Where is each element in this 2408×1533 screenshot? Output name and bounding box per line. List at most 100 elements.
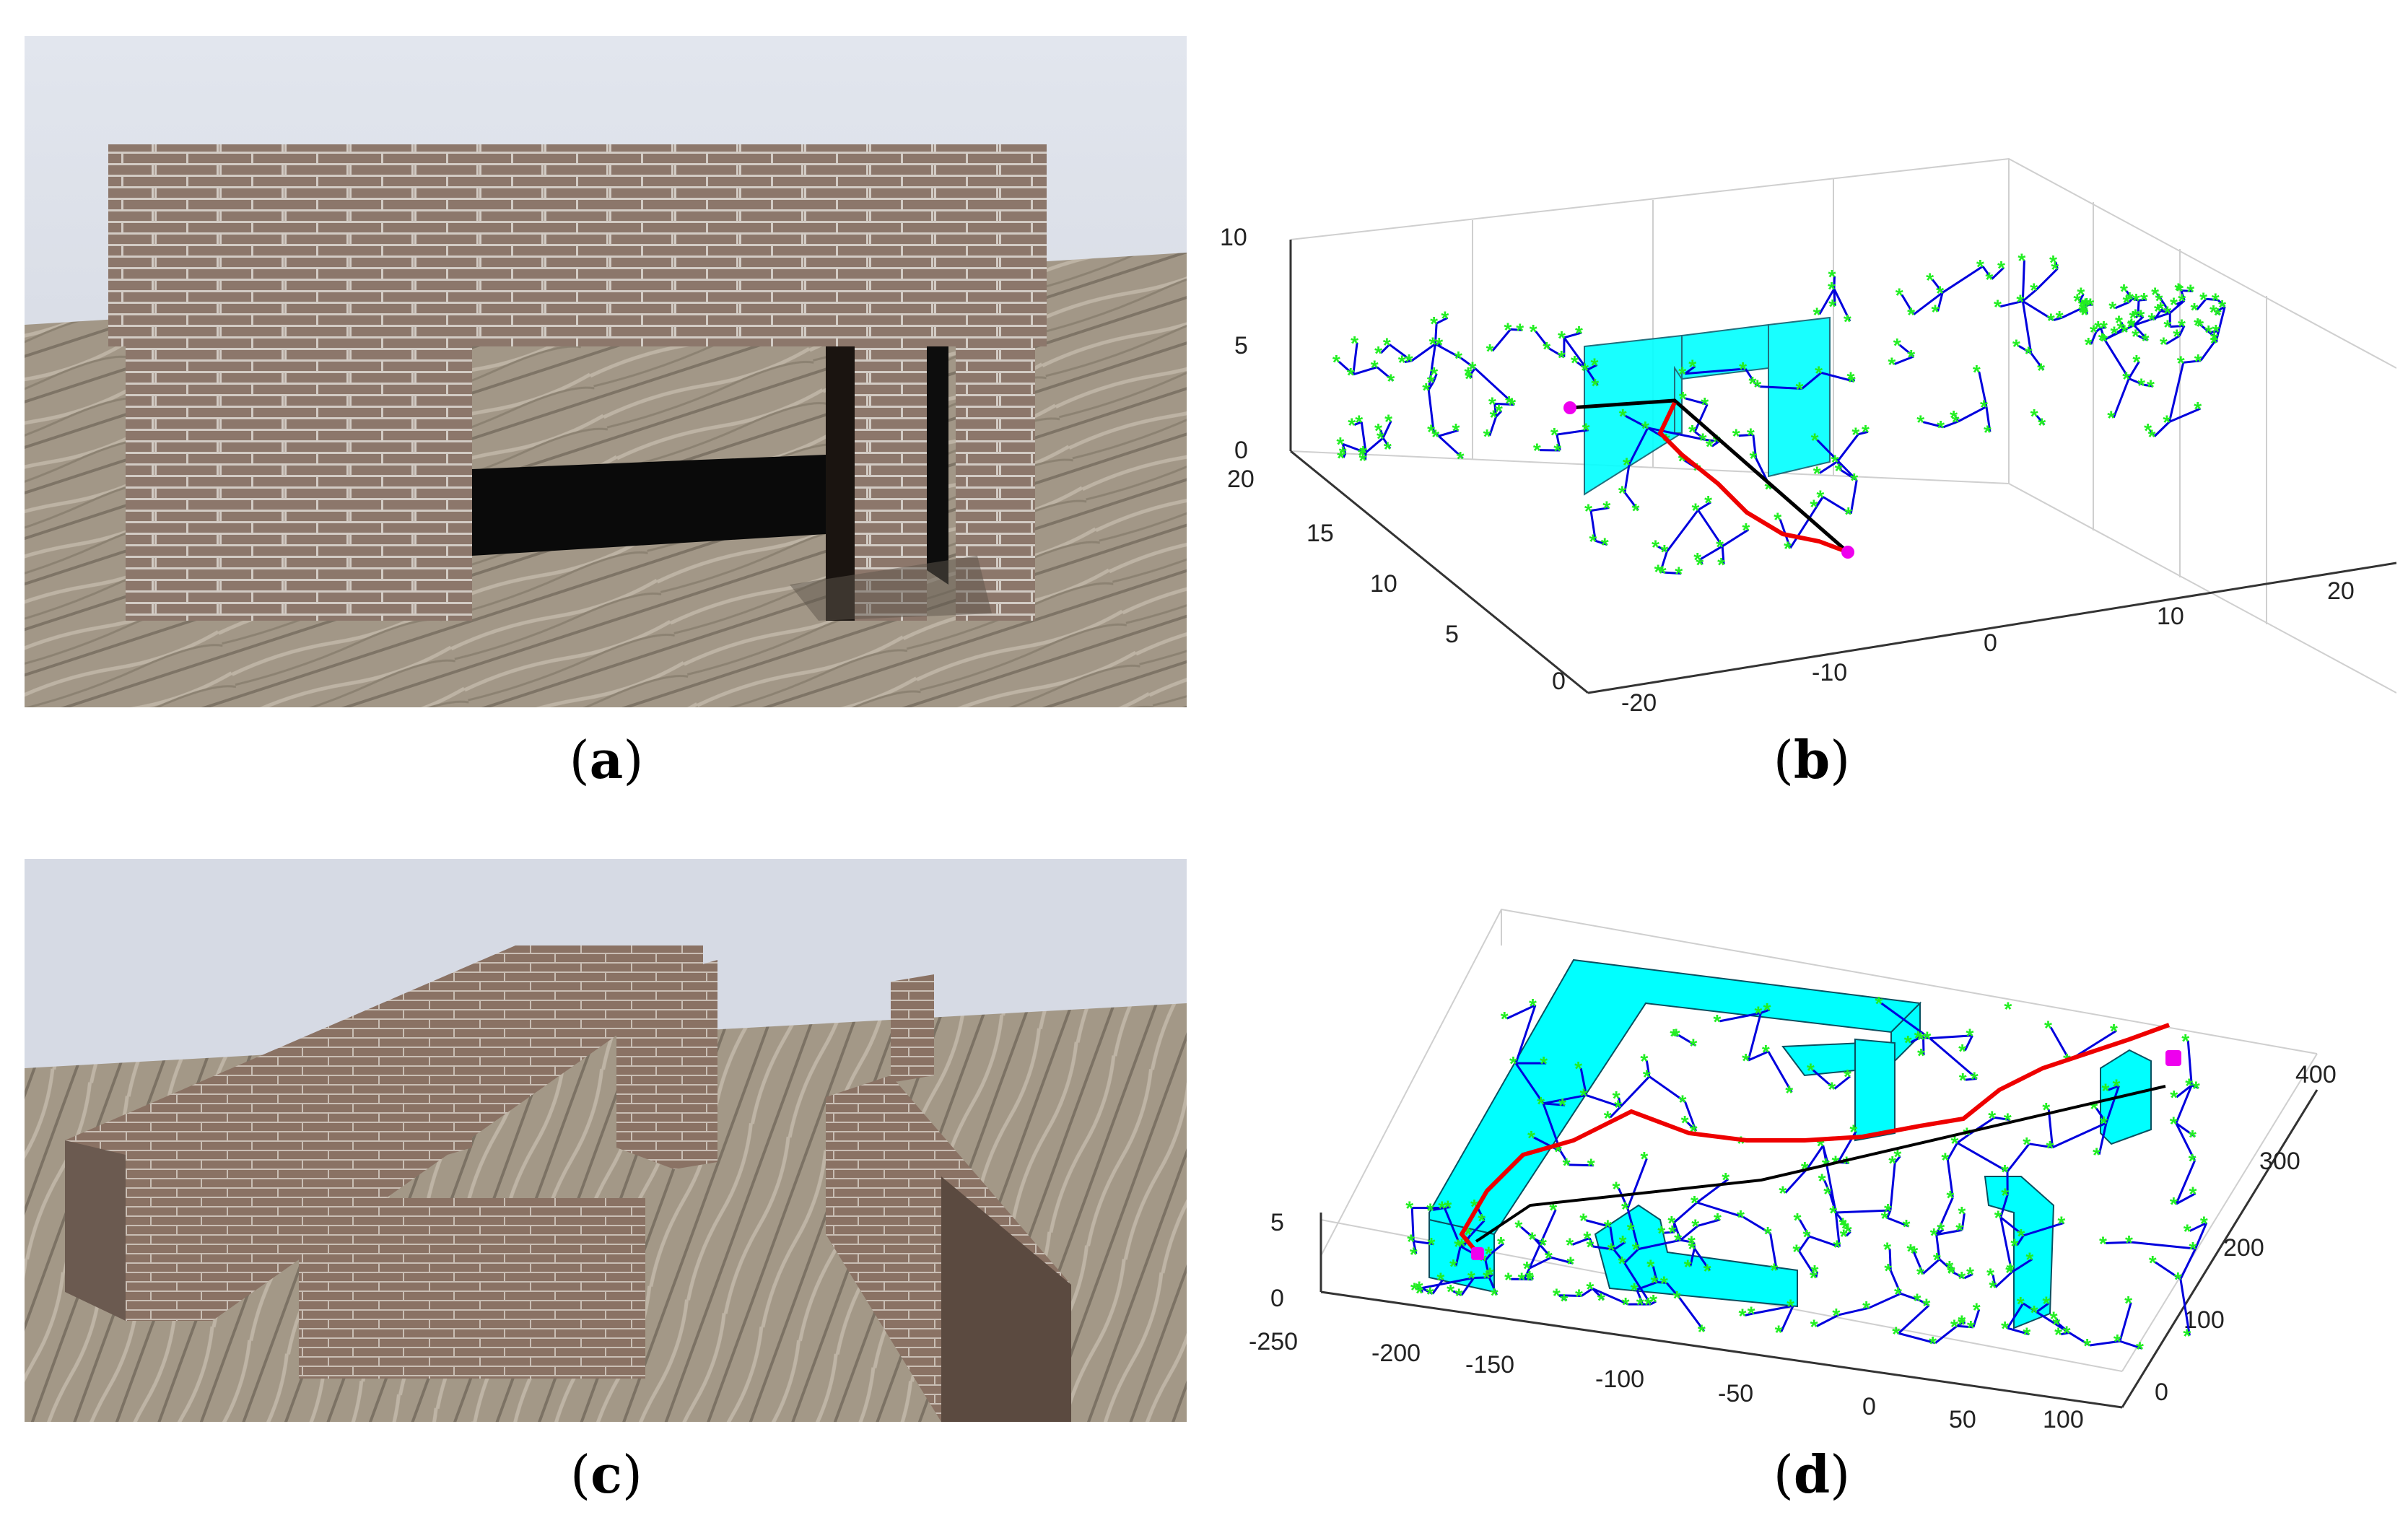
- tree-edge: [1818, 460, 1838, 474]
- tree-node: *: [1470, 1195, 1478, 1218]
- tree-node: *: [1563, 1154, 1571, 1176]
- tree-node: *: [1764, 478, 1772, 500]
- tree-node: *: [1415, 1282, 1423, 1304]
- tree-node: *: [2170, 1193, 2178, 1215]
- tree-edge: [1413, 1240, 1434, 1246]
- tree-edge: [1694, 430, 1706, 441]
- tree-node: *: [1893, 1145, 1901, 1168]
- tree-edge: [1754, 382, 1761, 388]
- tree-edge: [1798, 1236, 1810, 1252]
- tree-node: *: [2178, 289, 2186, 312]
- tree-edge: [1581, 1288, 1594, 1297]
- tree-edge: [2133, 315, 2145, 326]
- tree-edge: [2060, 1331, 2069, 1336]
- tree-node: *: [2154, 300, 2162, 323]
- tree-node: *: [1659, 562, 1667, 584]
- tree-edge: [2095, 1107, 2108, 1124]
- tree-node: *: [1505, 392, 1513, 414]
- tree-node: *: [1917, 1028, 1925, 1050]
- tree-node: *: [1966, 1263, 1974, 1285]
- tree-node: *: [1359, 449, 1367, 471]
- tree-edge: [1595, 539, 1608, 546]
- plot-d-x-tick: 100: [2043, 1406, 2084, 1433]
- tree-edge: [2176, 1192, 2197, 1205]
- tree-node: *: [1793, 1209, 1801, 1231]
- tree-node: *: [1704, 492, 1712, 514]
- tree-node: *: [1597, 1289, 1605, 1311]
- tree-node: *: [1849, 1120, 1857, 1143]
- tree-node: *: [1986, 1264, 1994, 1286]
- tree-edge: [2030, 352, 2045, 371]
- tree-edge: [2036, 268, 2059, 291]
- tree-node: *: [1337, 447, 1345, 469]
- tree-edge: [1628, 427, 1649, 465]
- tree-node: *: [1693, 549, 1701, 571]
- tree-edge: [2194, 1222, 2208, 1249]
- tree-node: *: [1984, 421, 1992, 443]
- tree-node: *: [1862, 421, 1870, 443]
- tree-node: *: [1540, 1052, 1548, 1075]
- tree-node: *: [1907, 304, 1915, 326]
- tree-edge: [1652, 1266, 1659, 1283]
- tree-edge: [1963, 1035, 1973, 1052]
- plot-d-x-tick: -250: [1249, 1328, 1298, 1355]
- tree-node: *: [1621, 1197, 1629, 1220]
- tree-node: *: [1989, 1277, 1997, 1299]
- tree-edge: [2079, 300, 2090, 306]
- tree-node: *: [2122, 367, 2130, 390]
- tree-node: *: [1985, 268, 1993, 291]
- tree-edge: [1946, 1159, 1954, 1198]
- tree-node: *: [2160, 333, 2168, 356]
- plot-d-x-tick: -200: [1371, 1340, 1421, 1367]
- tree-node: *: [1374, 342, 1382, 364]
- tree-node: *: [1673, 1287, 1681, 1309]
- tree-node: *: [1384, 437, 1392, 460]
- tree-edge: [2112, 377, 2130, 419]
- tree-node: *: [2100, 1112, 2108, 1135]
- tree-edge: [1678, 1034, 1697, 1047]
- tree-edge: [1912, 1250, 1924, 1275]
- tree-node: *: [1713, 1010, 1721, 1033]
- tree-node: *: [2170, 1086, 2178, 1109]
- tree-node: *: [1436, 1268, 1444, 1290]
- caption-d: (d): [1773, 1444, 1851, 1505]
- tree-edge: [1558, 1294, 1568, 1302]
- plot-d-x-tick: -150: [1465, 1351, 1514, 1379]
- tree-node: *: [1622, 1293, 1630, 1316]
- tree-node: *: [1449, 1255, 1457, 1278]
- tree-edge: [1893, 355, 1914, 365]
- tree-node: *: [2004, 998, 2012, 1021]
- tree-edge: [1534, 1238, 1553, 1259]
- tree-node: *: [1619, 405, 1627, 427]
- tree-node: *: [1430, 363, 1438, 385]
- tree-edge: [1659, 551, 1668, 572]
- tree-edge: [1994, 1116, 2011, 1122]
- tree-node: *: [2107, 407, 2115, 429]
- tree-node: *: [2056, 307, 2064, 329]
- tree-node: *: [1894, 1283, 1902, 1305]
- tree-node: *: [1844, 503, 1852, 525]
- tree-node: *: [1590, 354, 1598, 377]
- tree-node: *: [1618, 481, 1626, 504]
- tree-edge: [1452, 1290, 1462, 1296]
- plot-b-y-tick: 15: [1306, 520, 1334, 547]
- tree-edge: [1620, 1075, 1650, 1108]
- tree-edge: [1488, 1273, 1493, 1279]
- plot-b-gridbox: [1290, 157, 2396, 694]
- tree-edge: [1812, 1069, 1836, 1090]
- tree-node: *: [1952, 411, 1960, 433]
- tree-edge: [1922, 421, 1944, 429]
- tree-edge: [1460, 1277, 1475, 1296]
- tree-edge: [2137, 334, 2149, 341]
- tree-edge: [1586, 369, 1599, 386]
- tree-edge: [1958, 406, 1987, 423]
- tree-node: *: [1383, 333, 1391, 356]
- tree-node: *: [2132, 289, 2140, 312]
- tree-node: *: [1754, 1003, 1762, 1025]
- tree-edge: [2132, 297, 2139, 302]
- tree-node: *: [1807, 1060, 1815, 1082]
- tree-edge: [2011, 1258, 2033, 1273]
- tree-edge: [1666, 509, 1699, 552]
- tree-edge: [1470, 367, 1476, 375]
- tree-node: *: [1574, 1057, 1582, 1080]
